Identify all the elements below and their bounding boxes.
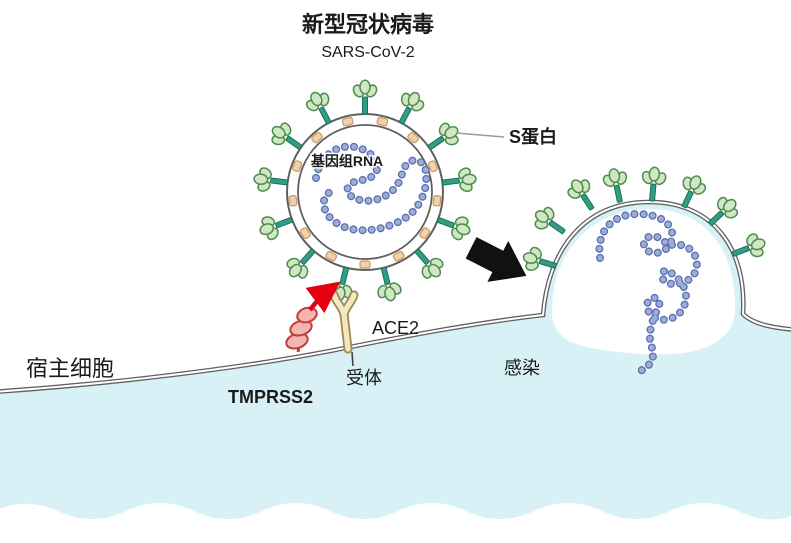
spike-protein-icon (598, 165, 635, 206)
spike-protein-icon (369, 263, 406, 305)
spike-protein-icon (350, 79, 380, 115)
membrane-protein-icon (376, 116, 389, 127)
infection-label: 感染 (504, 358, 540, 378)
spike-protein-icon (637, 165, 670, 203)
cleavage-arrow (305, 281, 341, 314)
membrane-protein-icon (288, 194, 298, 207)
s-protein-leader-line (455, 132, 505, 138)
membrane-protein-icon (359, 260, 371, 269)
s-protein-label: S蛋白 (509, 126, 557, 147)
spike-protein-icon (251, 164, 291, 197)
genome-rna-label: 基因组RNA (311, 153, 383, 169)
tmprss2-label: TMPRSS2 (228, 387, 313, 407)
virus-envelope-outer (286, 113, 444, 271)
diagram-title: 新型冠状病毒 (302, 12, 434, 37)
membrane-protein-icon (432, 194, 442, 207)
spike-protein-icon (561, 172, 605, 218)
ace2-label: ACE2 (372, 318, 419, 338)
infection-arrow (465, 237, 527, 282)
receptor-label: 受体 (346, 368, 382, 388)
page-bottom-edge (0, 503, 791, 543)
virus-envelope-inner (297, 124, 433, 260)
virus-particle: 基因组RNA (251, 79, 479, 305)
fusing-virus (518, 165, 771, 376)
fusing-virus-rna-chain (595, 209, 701, 376)
membrane-protein-icon (341, 116, 355, 127)
host-cell-label: 宿主细胞 (26, 356, 114, 381)
ace2-receptor (329, 290, 359, 354)
cell-membrane-gap (0, 200, 791, 393)
receptor-leader-line (351, 351, 354, 367)
spike-protein-icon (440, 164, 479, 197)
genomic-rna-chain (312, 142, 431, 235)
diagram-subtitle: SARS-CoV-2 (321, 44, 414, 61)
spike-protein-icon (527, 200, 573, 244)
tmprss2-protease (285, 306, 318, 353)
